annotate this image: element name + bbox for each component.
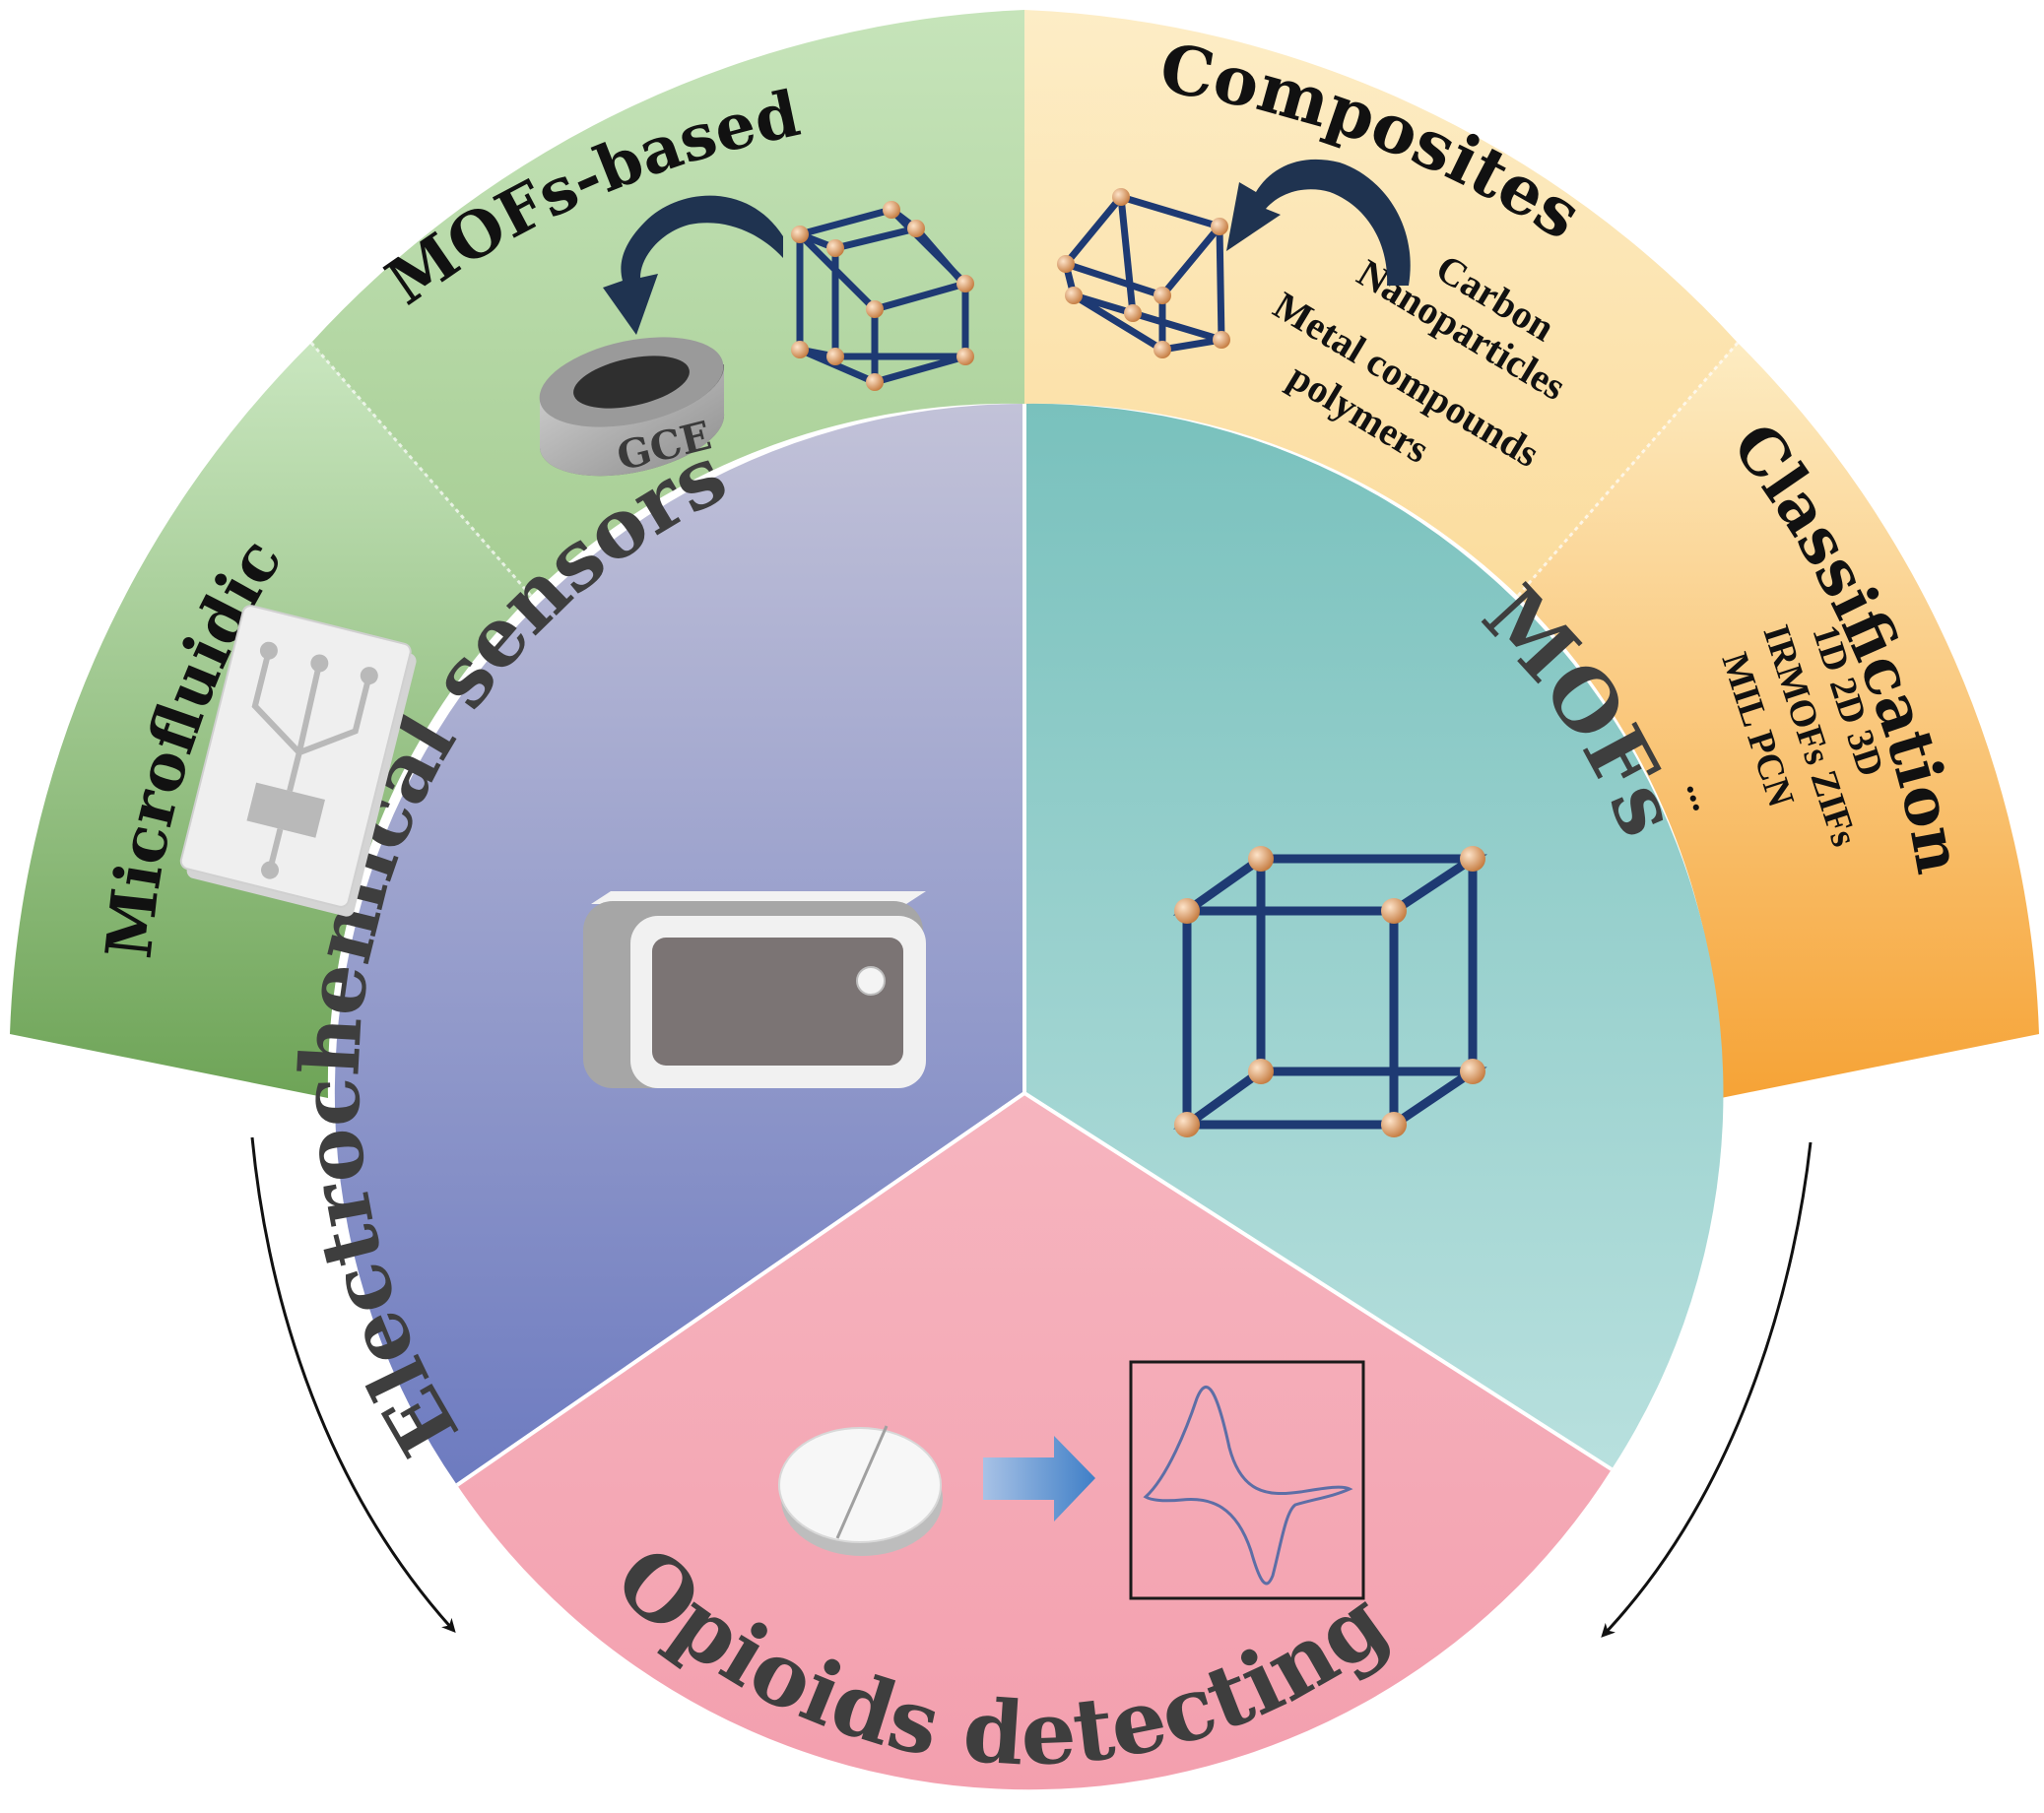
outer-ring <box>10 10 2039 1098</box>
cyclic-voltammogram-plot <box>1129 1360 1365 1600</box>
right-flow-arrow <box>1601 1141 1813 1638</box>
mofs-based-segment <box>311 10 1024 596</box>
mof-cube-small-left <box>791 201 974 391</box>
microfluidic-chip-icon <box>179 605 417 917</box>
composites-segment <box>1024 10 1738 596</box>
gce-electrode-icon: GCE <box>539 337 725 480</box>
electrochemical-workstation-icon <box>583 891 926 1088</box>
mof-cube-large <box>1172 846 1487 1137</box>
classification-segment <box>1518 343 2039 1098</box>
left-flow-arrow <box>250 1136 456 1633</box>
mof-cube-small-right <box>1057 188 1230 358</box>
classification-list: 1D 2D 3D IRMOFs ZIFs MIL PCN ... <box>1678 620 1891 852</box>
composites-curved-arrow <box>1226 159 1411 286</box>
blue-process-arrow <box>983 1436 1095 1522</box>
mofs-based-curved-arrow <box>603 195 783 335</box>
opioid-tablet-icon <box>778 1425 943 1556</box>
opioids-sector <box>457 1093 1612 1790</box>
